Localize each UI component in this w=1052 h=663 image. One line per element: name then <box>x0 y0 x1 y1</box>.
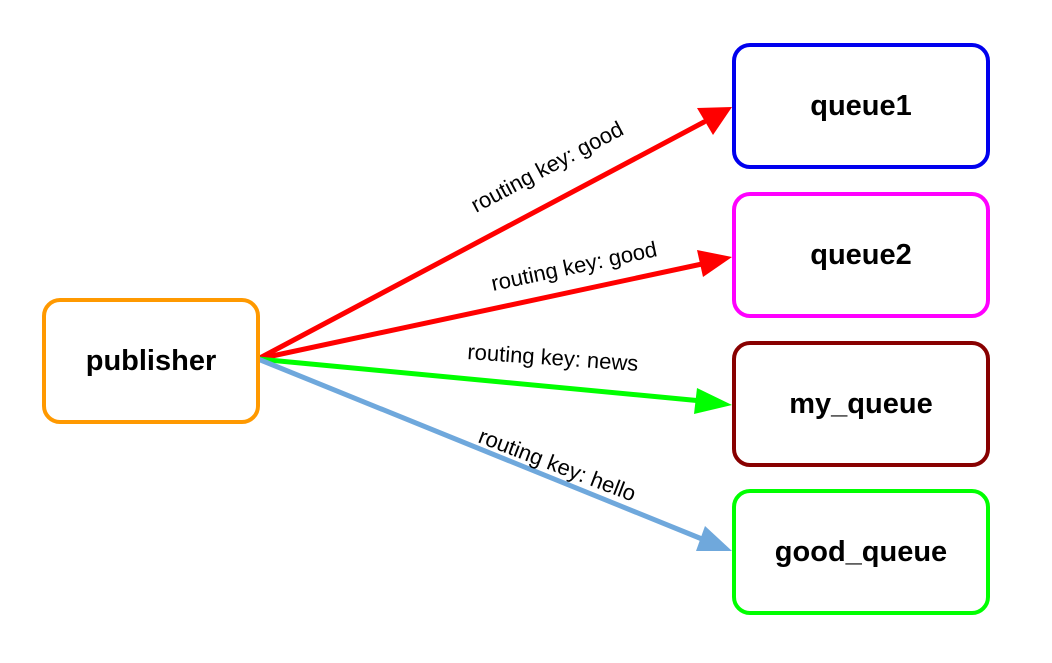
good-queue-node-label: good_queue <box>774 535 948 568</box>
edge-line-good-queue <box>255 356 705 542</box>
edge-label-queue1: routing key: good <box>467 116 628 217</box>
arrowhead-good-queue <box>696 526 732 551</box>
arrowhead-queue2 <box>697 250 732 277</box>
arrowhead-my-queue <box>694 388 732 414</box>
publisher-node: publisher <box>42 298 260 424</box>
edge-line-queue1 <box>255 119 707 362</box>
edge-publisher-my-queue: routing key: news <box>255 339 732 414</box>
publisher-node-label: publisher <box>85 344 217 377</box>
my-queue-node-label: my_queue <box>789 387 933 420</box>
edge-label-my-queue: routing key: news <box>467 339 640 376</box>
my-queue-node: my_queue <box>732 341 990 467</box>
arrowhead-queue1 <box>697 107 732 135</box>
queue2-node: queue2 <box>732 192 990 318</box>
edge-label-good-queue: routing key: hello <box>475 423 639 506</box>
edge-label-queue2: routing key: good <box>489 236 659 296</box>
edge-publisher-good-queue: routing key: hello <box>255 356 732 551</box>
good-queue-node: good_queue <box>732 489 990 615</box>
edge-line-my-queue <box>255 356 705 404</box>
queue1-node: queue1 <box>732 43 990 169</box>
queue2-node-label: queue2 <box>810 238 912 271</box>
edge-line-queue2 <box>255 261 705 362</box>
queue1-node-label: queue1 <box>810 89 912 122</box>
edge-publisher-queue1: routing key: good <box>255 107 732 362</box>
